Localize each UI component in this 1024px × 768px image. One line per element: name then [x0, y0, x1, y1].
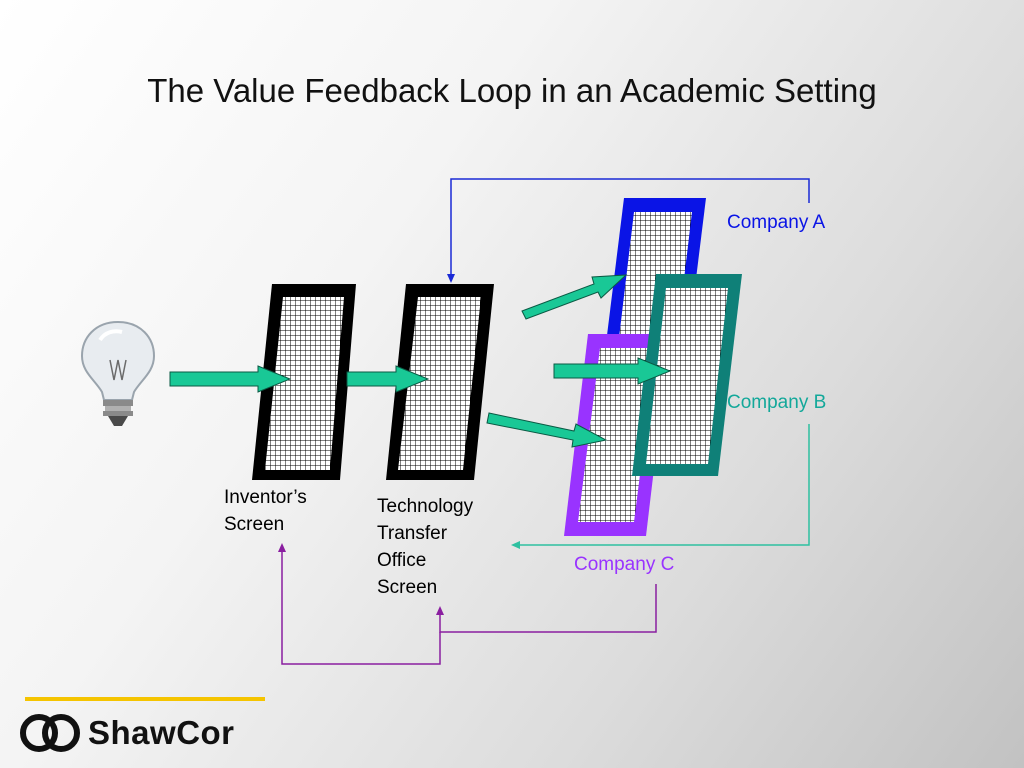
arrow-bulb-to-inventor — [169, 365, 292, 393]
slide-title: The Value Feedback Loop in an Academic S… — [147, 72, 877, 109]
inventor-screen-label: Inventor’s Screen — [224, 484, 307, 538]
tto-label-line2: Transfer — [377, 523, 448, 544]
company-c-label: Company C — [574, 554, 675, 575]
inventor-screen — [252, 284, 356, 480]
tto-label-line3: Office — [377, 550, 427, 571]
lightbulb-icon — [80, 320, 156, 426]
arrow-tto-to-company-c — [486, 412, 608, 448]
tto-screen — [386, 284, 494, 480]
arrow-to-company-b — [553, 357, 672, 385]
logo-accent-bar — [25, 697, 265, 701]
company-b-screen — [632, 274, 742, 476]
arrow-inventor-to-tto — [346, 365, 430, 393]
arrow-tto-to-company-a — [521, 274, 628, 320]
feedback-line-company-a — [447, 178, 810, 283]
inventor-label-line2: Screen — [224, 514, 285, 535]
shawcor-logo-mark — [20, 714, 80, 752]
inventor-label-line1: Inventor’s — [224, 487, 307, 508]
shawcor-logo: ShawCor — [18, 710, 235, 756]
shawcor-logo-text: ShawCor — [88, 714, 235, 751]
feedback-line-company-b — [511, 424, 810, 549]
company-a-label: Company A — [727, 212, 826, 233]
feedback-line-company-c — [278, 543, 657, 665]
tto-label-line1: Technology — [377, 496, 474, 517]
company-b-label: Company B — [727, 392, 827, 413]
tto-label-line4: Screen — [377, 577, 438, 598]
tto-screen-label: Technology Transfer Office Screen — [377, 493, 473, 601]
